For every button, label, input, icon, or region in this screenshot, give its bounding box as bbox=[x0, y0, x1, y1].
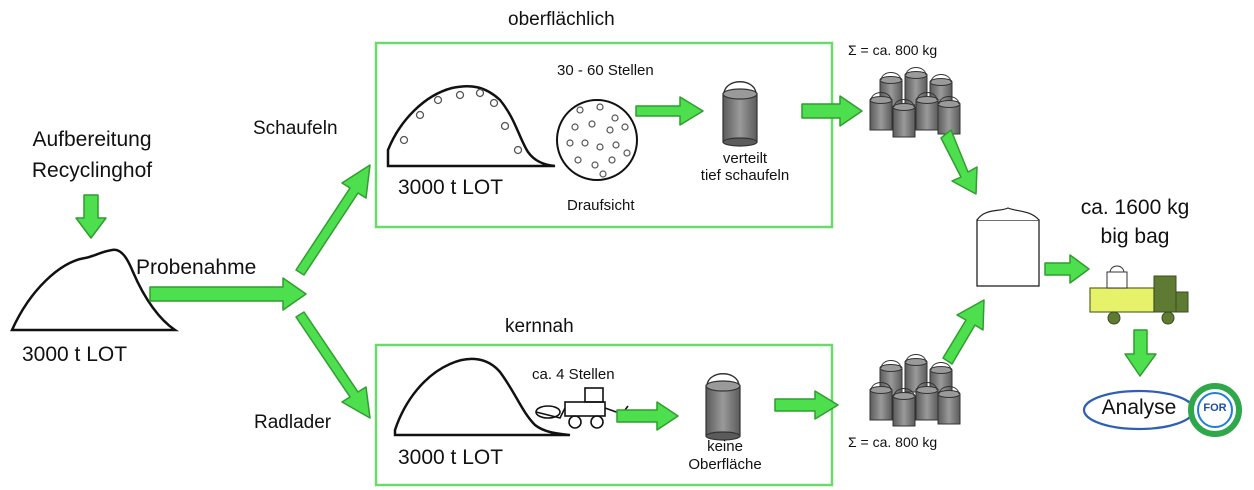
shovels-label: Schaufeln bbox=[253, 118, 338, 139]
spots-30-60-label: 30 - 60 Stellen bbox=[557, 62, 654, 79]
source-label-line2: Recyclinghof bbox=[31, 159, 153, 182]
arrow-cluster-top-to-bag bbox=[940, 129, 978, 195]
bucket-cluster-bottom bbox=[869, 354, 961, 427]
logo-icon bbox=[1188, 383, 1242, 437]
surface-sampling-box bbox=[374, 41, 834, 229]
truck bbox=[1089, 265, 1189, 325]
core-pile bbox=[393, 357, 571, 437]
arrow-sampling-right bbox=[149, 277, 307, 311]
total-label-line1: ca. 1600 kg bbox=[1080, 196, 1190, 219]
bucket-core bbox=[705, 373, 741, 441]
bucket-cluster-top bbox=[869, 67, 961, 138]
distributed-label-line1: verteilt bbox=[722, 150, 768, 167]
arrow-down-loader bbox=[295, 311, 371, 419]
surface-sample-points bbox=[399, 88, 523, 155]
surface-title: oberflächlich bbox=[508, 9, 615, 30]
sum-bottom-label: Σ = ca. 800 kg bbox=[848, 434, 938, 450]
wheel-loader bbox=[535, 387, 629, 429]
total-label-line2: big bag bbox=[1100, 225, 1170, 248]
pile-left-label: 3000 t LOT bbox=[22, 343, 128, 366]
top-view-disc bbox=[556, 99, 638, 181]
top-view-label: Draufsicht bbox=[567, 197, 635, 214]
arrow-disc-to-bucket bbox=[635, 96, 704, 126]
sampling-label: Probenahme bbox=[136, 256, 257, 279]
distributed-label-line2: tief schaufeln bbox=[700, 167, 790, 184]
arrow-bucket-to-cluster-bottom bbox=[774, 390, 839, 420]
arrow-source-down bbox=[75, 194, 107, 239]
source-label-line1: Aufbereitung bbox=[32, 128, 152, 151]
sum-top-label: Σ = ca. 800 kg bbox=[848, 42, 938, 58]
wheel-loader-label: Radlader bbox=[254, 412, 332, 433]
core-pile-label: 3000 t LOT bbox=[398, 446, 504, 469]
arrow-loader-to-bucket bbox=[616, 401, 679, 431]
arrow-bag-to-truck bbox=[1044, 254, 1090, 284]
arrow-bucket-to-cluster-top bbox=[801, 95, 863, 127]
logo-text: FOR bbox=[1203, 402, 1227, 414]
no-surface-label-line1: keine bbox=[707, 438, 743, 455]
bucket-surface bbox=[722, 81, 758, 147]
arrow-cluster-bottom-to-bag bbox=[942, 299, 985, 365]
source-pile bbox=[10, 248, 180, 332]
approx-4-spots-label: ca. 4 Stellen bbox=[532, 366, 615, 383]
core-sampling-box bbox=[374, 343, 834, 487]
arrow-up-shovels bbox=[295, 164, 371, 276]
big-bag bbox=[976, 207, 1040, 287]
surface-pile-label: 3000 t LOT bbox=[398, 176, 504, 199]
no-surface-label-line2: Oberfläche bbox=[688, 456, 762, 473]
surface-pile bbox=[386, 84, 556, 168]
flow-arrows bbox=[75, 95, 1157, 431]
core-title: kernnah bbox=[505, 316, 574, 337]
arrow-truck-to-analysis bbox=[1124, 329, 1157, 377]
analysis-label: Analyse bbox=[1101, 396, 1177, 419]
